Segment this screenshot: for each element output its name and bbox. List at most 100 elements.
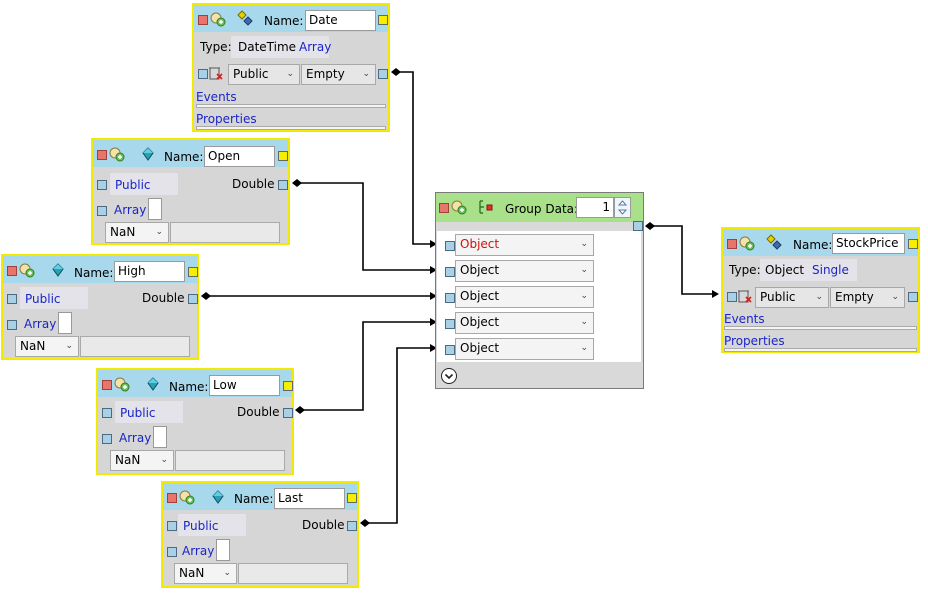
array-port[interactable] bbox=[167, 547, 177, 557]
name-input[interactable]: Open bbox=[204, 146, 275, 167]
delete-button[interactable] bbox=[7, 266, 17, 276]
output-port[interactable] bbox=[278, 180, 288, 190]
default-dropdown[interactable]: Empty⌄ bbox=[301, 64, 376, 85]
group-count-spinner[interactable] bbox=[614, 197, 631, 218]
default-dropdown[interactable]: NaN⌄ bbox=[110, 450, 174, 471]
type-double-icon[interactable] bbox=[210, 489, 226, 505]
output-toggle[interactable] bbox=[188, 267, 198, 277]
input-port[interactable] bbox=[167, 521, 177, 531]
expand-circle-icon[interactable] bbox=[440, 367, 458, 385]
output-toggle[interactable] bbox=[347, 493, 357, 503]
access-link[interactable]: Public bbox=[115, 178, 151, 192]
add-events-icon[interactable] bbox=[179, 489, 195, 505]
output-toggle[interactable] bbox=[283, 381, 293, 391]
group-input-port[interactable] bbox=[445, 345, 455, 355]
delete-button[interactable] bbox=[727, 239, 737, 249]
name-input[interactable]: High bbox=[114, 261, 185, 282]
add-events-icon[interactable] bbox=[109, 146, 125, 162]
group-input-dropdown[interactable]: Object⌄ bbox=[455, 338, 594, 360]
output-toggle[interactable] bbox=[908, 239, 918, 249]
array-size-input[interactable] bbox=[153, 426, 167, 448]
output-port[interactable] bbox=[283, 408, 293, 418]
properties-link[interactable]: Properties bbox=[196, 112, 257, 126]
spin-up-icon[interactable] bbox=[615, 198, 630, 207]
name-input[interactable]: StockPrice bbox=[832, 233, 905, 254]
group-input-port[interactable] bbox=[445, 293, 455, 303]
name-input[interactable]: Last bbox=[274, 488, 345, 509]
events-link[interactable]: Events bbox=[724, 312, 765, 326]
access-link[interactable]: Public bbox=[25, 292, 61, 306]
value-field[interactable] bbox=[80, 336, 190, 357]
delete-button[interactable] bbox=[198, 15, 208, 25]
group-input-dropdown[interactable]: Object⌄ bbox=[455, 260, 594, 282]
node-open[interactable]: Name: Open Public Double Array NaN⌄ bbox=[91, 138, 290, 245]
delete-button[interactable] bbox=[439, 203, 449, 213]
array-link[interactable]: Array bbox=[24, 317, 57, 331]
type-value[interactable]: DateTime bbox=[238, 40, 297, 54]
type-double-icon[interactable] bbox=[140, 146, 156, 162]
array-port[interactable] bbox=[7, 320, 17, 330]
add-events-icon[interactable] bbox=[739, 235, 755, 251]
type-single-link[interactable]: Single bbox=[812, 263, 849, 277]
add-events-icon[interactable] bbox=[210, 11, 226, 27]
group-input-dropdown[interactable]: Object⌄ bbox=[455, 234, 594, 256]
add-events-icon[interactable] bbox=[19, 262, 35, 278]
array-size-input[interactable] bbox=[58, 312, 72, 334]
array-link[interactable]: Array bbox=[182, 544, 215, 558]
properties-link[interactable]: Properties bbox=[724, 334, 785, 348]
array-link[interactable]: Array bbox=[114, 203, 147, 217]
output-port[interactable] bbox=[908, 292, 918, 302]
node-last[interactable]: Name: Last Public Double Array NaN⌄ bbox=[161, 481, 359, 588]
array-port[interactable] bbox=[97, 206, 107, 216]
name-input[interactable]: Date bbox=[305, 10, 376, 31]
value-field[interactable] bbox=[238, 563, 348, 584]
node-group-data[interactable]: Group Data: 1 Object⌄ Object⌄ Object⌄ Ob… bbox=[435, 192, 644, 389]
array-size-input[interactable] bbox=[216, 539, 230, 561]
output-port[interactable] bbox=[188, 294, 198, 304]
group-input-dropdown[interactable]: Object⌄ bbox=[455, 312, 594, 334]
node-low[interactable]: Name: Low Public Double Array NaN⌄ bbox=[96, 368, 294, 475]
node-high[interactable]: Name: High Public Double Array NaN⌄ bbox=[1, 254, 199, 360]
array-port[interactable] bbox=[102, 434, 112, 444]
group-count-input[interactable]: 1 bbox=[576, 197, 614, 218]
output-port[interactable] bbox=[347, 521, 357, 531]
default-dropdown[interactable]: NaN⌄ bbox=[174, 563, 237, 584]
output-port[interactable] bbox=[633, 221, 643, 231]
input-port[interactable] bbox=[198, 69, 208, 79]
array-size-input[interactable] bbox=[148, 198, 162, 220]
type-value[interactable]: Double bbox=[237, 405, 280, 419]
events-link[interactable]: Events bbox=[196, 90, 237, 104]
output-toggle[interactable] bbox=[278, 151, 288, 161]
default-dropdown[interactable]: NaN⌄ bbox=[15, 336, 79, 357]
group-input-dropdown[interactable]: Object⌄ bbox=[455, 286, 594, 308]
spin-down-icon[interactable] bbox=[615, 208, 630, 217]
add-events-icon[interactable] bbox=[114, 376, 130, 392]
group-input-port[interactable] bbox=[445, 319, 455, 329]
node-stockprice[interactable]: Name: StockPrice Type: Object Single Pub… bbox=[721, 227, 920, 353]
access-dropdown[interactable]: Public⌄ bbox=[228, 64, 300, 85]
clear-value-icon[interactable] bbox=[208, 65, 224, 81]
group-input-port[interactable] bbox=[445, 267, 455, 277]
delete-button[interactable] bbox=[97, 150, 107, 160]
type-value[interactable]: Double bbox=[142, 291, 185, 305]
type-value[interactable]: Object bbox=[765, 263, 805, 277]
group-input-port[interactable] bbox=[445, 241, 455, 251]
type-value[interactable]: Double bbox=[232, 177, 275, 191]
access-dropdown[interactable]: Public⌄ bbox=[755, 287, 829, 308]
type-double-icon[interactable] bbox=[145, 376, 161, 392]
output-port[interactable] bbox=[378, 69, 388, 79]
clear-value-icon[interactable] bbox=[737, 288, 753, 304]
input-port[interactable] bbox=[7, 294, 17, 304]
type-diamond-icon[interactable] bbox=[237, 10, 253, 26]
default-dropdown[interactable]: NaN⌄ bbox=[105, 222, 169, 243]
input-port[interactable] bbox=[97, 180, 107, 190]
type-array-link[interactable]: Array bbox=[299, 40, 332, 54]
access-link[interactable]: Public bbox=[120, 406, 156, 420]
value-field[interactable] bbox=[170, 222, 280, 243]
input-port[interactable] bbox=[102, 408, 112, 418]
access-link[interactable]: Public bbox=[183, 519, 219, 533]
value-field[interactable] bbox=[175, 450, 285, 471]
group-icon[interactable] bbox=[478, 199, 494, 215]
add-events-icon[interactable] bbox=[451, 199, 467, 215]
name-input[interactable]: Low bbox=[209, 375, 280, 396]
